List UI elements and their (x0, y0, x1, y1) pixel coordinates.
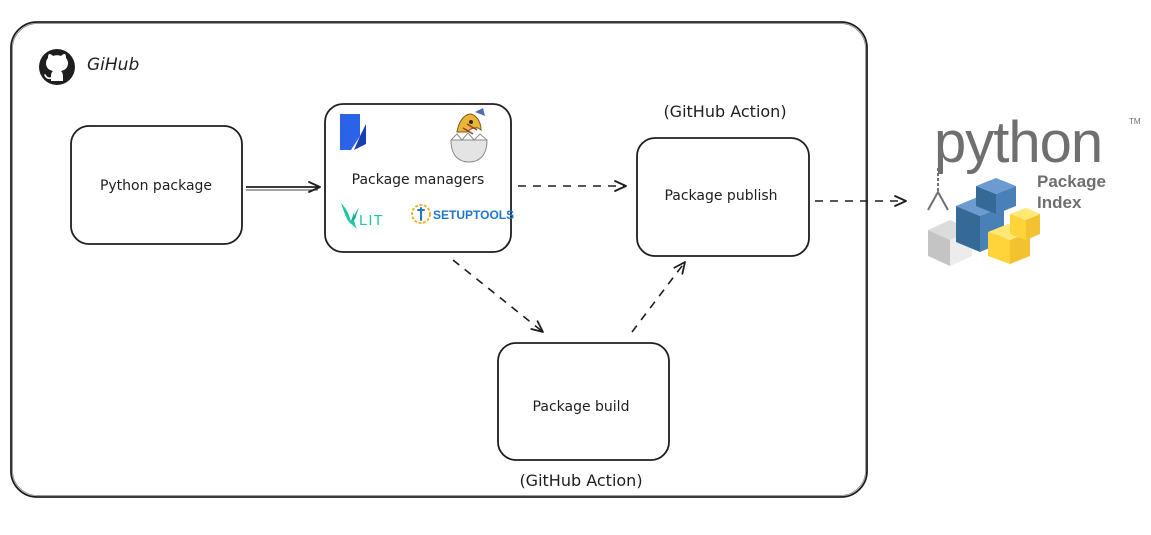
node-package-managers-label: Package managers (352, 172, 485, 188)
pypi-logo: python TM Package Index (927, 110, 1141, 266)
edge-package-build-to-package-publish (631, 261, 686, 333)
container-label: GiHub (87, 55, 139, 75)
node-package-publish-label: Package publish (664, 188, 777, 204)
hatch-logo (450, 108, 488, 163)
pypi-trademark: TM (1129, 117, 1141, 126)
node-python-package-label: Python package (100, 178, 212, 194)
node-package-publish: (GitHub Action) Package publish (636, 102, 810, 257)
github-icon (39, 49, 75, 85)
node-package-publish-caption: (GitHub Action) (663, 102, 786, 121)
github-container: GiHub (10, 21, 868, 498)
node-package-build-caption: (GitHub Action) (519, 471, 642, 490)
edge-package-managers-to-package-build (452, 259, 544, 333)
edges (246, 180, 907, 333)
kedro-logo (340, 114, 366, 150)
pypi-line1: Package (1037, 172, 1106, 191)
flit-logo-text: LIT (359, 212, 384, 229)
pypi-cubes-icon (927, 168, 1040, 266)
setuptools-logo-text: SETUPTOOLS (433, 208, 514, 222)
pypi-wordmark: python (934, 110, 1102, 175)
node-package-build: Package build (GitHub Action) (497, 342, 670, 490)
pypi-line2: Index (1037, 193, 1082, 212)
setuptools-logo: SETUPTOOLS (411, 204, 514, 224)
node-package-managers: Package managers LIT SETUPTOOLS (324, 103, 514, 253)
node-package-build-label: Package build (533, 399, 630, 415)
flit-logo: LIT (341, 203, 384, 229)
node-python-package: Python package (70, 125, 243, 245)
